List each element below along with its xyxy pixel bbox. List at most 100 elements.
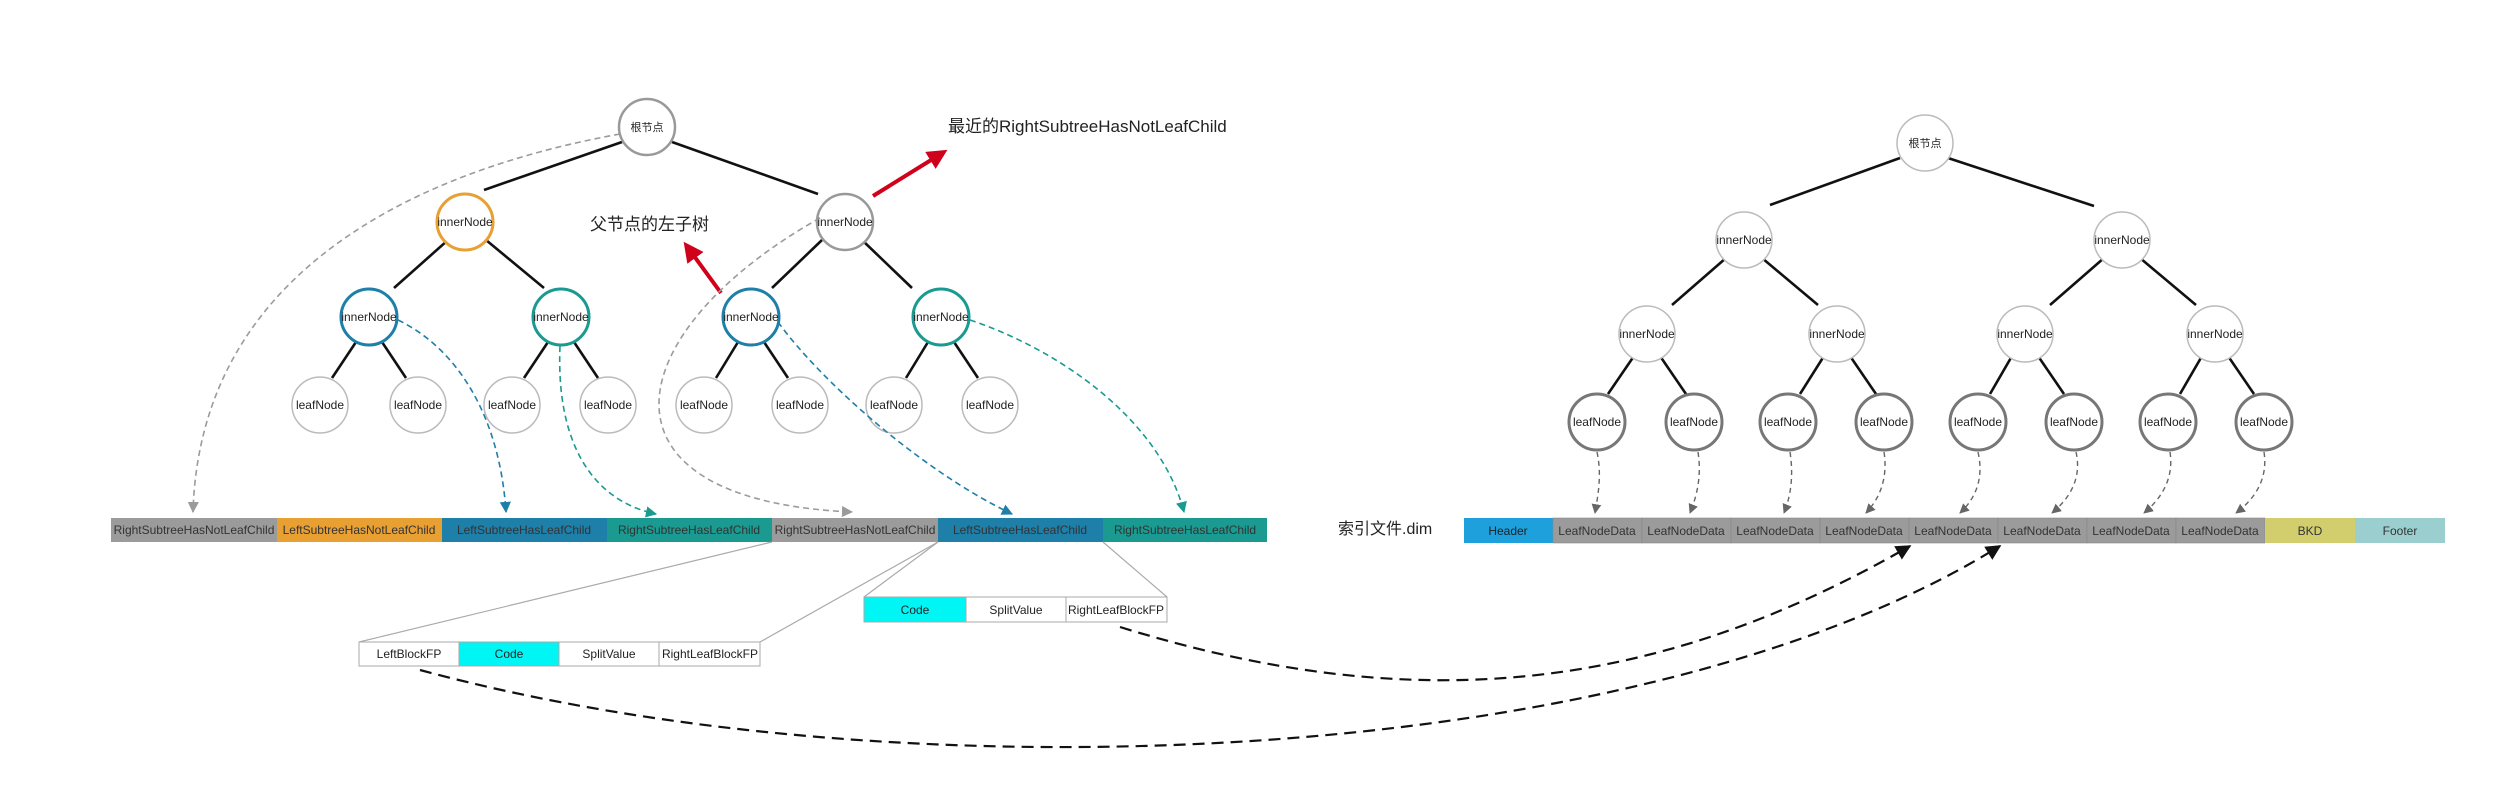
block-a: LeftBlockFP Code SplitValue RightLeafBlo… (358, 641, 761, 667)
svg-text:leafNode: leafNode (2240, 415, 2288, 429)
red-arrow-parent-left (683, 241, 723, 295)
left-inner-teal-2: innerNode (911, 287, 971, 347)
segment-leafnodedata-4: LeafNodeData (1819, 517, 1910, 544)
svg-text:LeafNodeData: LeafNodeData (1736, 524, 1814, 538)
svg-text:leafNode: leafNode (296, 398, 344, 412)
svg-text:leafNode: leafNode (584, 398, 632, 412)
svg-text:LeafNodeData: LeafNodeData (2003, 524, 2081, 538)
svg-text:LeftBlockFP: LeftBlockFP (377, 647, 442, 661)
svg-text:innerNode: innerNode (1716, 233, 1772, 247)
left-tree-edges (330, 140, 980, 379)
svg-text:innerNode: innerNode (1619, 327, 1675, 341)
svg-text:leafNode: leafNode (680, 398, 728, 412)
right-leaf-5: leafNode (1948, 392, 2008, 452)
segment-leafnodedata-3: LeafNodeData (1730, 517, 1821, 544)
segment-leafnodedata-7: LeafNodeData (2086, 517, 2177, 544)
annotation-parent-left: 父节点的左子树 (590, 215, 709, 234)
segment-leafnodedata-6: LeafNodeData (1997, 517, 2088, 544)
right-leaf-6: leafNode (2044, 392, 2104, 452)
right-leaf-8: leafNode (2234, 392, 2294, 452)
left-leaf-4: leafNode (579, 376, 637, 434)
segment-bkd: BKD (2265, 518, 2355, 543)
left-inner-blue-1: innerNode (339, 287, 399, 347)
left-leaf-6: leafNode (771, 376, 829, 434)
left-array-cell-5: RightSubtreeHasNotLeafChild (772, 518, 938, 542)
annotation-nearest-right: 最近的RightSubtreeHasNotLeafChild (948, 117, 1227, 136)
left-inner-gray: innerNode (815, 192, 875, 252)
left-leaf-3: leafNode (483, 376, 541, 434)
svg-text:RightSubtreeHasLeafChild: RightSubtreeHasLeafChild (618, 523, 760, 537)
right-tree-edges (1606, 156, 2256, 395)
block-a-cell-2: Code (458, 641, 560, 667)
svg-text:innerNode: innerNode (341, 310, 397, 324)
left-leaf-7: leafNode (865, 376, 923, 434)
svg-text:LeafNodeData: LeafNodeData (1558, 524, 1636, 538)
right-leaf-7: leafNode (2138, 392, 2198, 452)
svg-text:leafNode: leafNode (966, 398, 1014, 412)
left-array-cell-7: RightSubtreeHasLeafChild (1103, 518, 1267, 542)
svg-text:RightSubtreeHasLeafChild: RightSubtreeHasLeafChild (1114, 523, 1256, 537)
block-to-file-arrows (419, 545, 2002, 749)
right-leaf-3: leafNode (1758, 392, 1818, 452)
svg-text:leafNode: leafNode (776, 398, 824, 412)
svg-text:Footer: Footer (2383, 524, 2418, 538)
right-inner-3: innerNode (1618, 305, 1676, 363)
segment-leafnodedata-8: LeafNodeData (2175, 517, 2266, 544)
svg-text:根节点: 根节点 (1909, 136, 1942, 150)
segment-leafnodedata-5: LeafNodeData (1908, 517, 1999, 544)
svg-text:leafNode: leafNode (1860, 415, 1908, 429)
svg-text:innerNode: innerNode (2094, 233, 2150, 247)
left-leaf-nodes: leafNode leafNode leafNode leafNode leaf… (291, 376, 1019, 434)
block-a-cell-1: LeftBlockFP (358, 641, 460, 667)
svg-text:LeftSubtreeHasLeafChild: LeftSubtreeHasLeafChild (953, 523, 1087, 537)
right-leaf-1: leafNode (1567, 392, 1627, 452)
svg-text:SplitValue: SplitValue (582, 647, 635, 661)
red-arrow-nearest-right (871, 149, 948, 198)
right-leaf-nodes: leafNode leafNode leafNode leafNode leaf… (1567, 392, 2294, 452)
svg-text:Code: Code (901, 603, 930, 617)
svg-text:innerNode: innerNode (1997, 327, 2053, 341)
left-array-cell-1: RightSubtreeHasNotLeafChild (111, 518, 277, 542)
svg-text:BKD: BKD (2298, 524, 2323, 538)
svg-text:LeafNodeData: LeafNodeData (1914, 524, 1992, 538)
svg-text:LeafNodeData: LeafNodeData (1647, 524, 1725, 538)
left-array-cell-3: LeftSubtreeHasLeafChild (442, 518, 607, 542)
left-inner-teal-1: innerNode (531, 287, 591, 347)
index-file-segments: Header LeafNodeData LeafNodeData LeafNod… (1464, 517, 2445, 544)
block-b-cell-1: Code (863, 596, 967, 623)
svg-text:LeftSubtreeHasLeafChild: LeftSubtreeHasLeafChild (457, 523, 591, 537)
svg-text:LeafNodeData: LeafNodeData (2092, 524, 2170, 538)
svg-text:LeafNodeData: LeafNodeData (1825, 524, 1903, 538)
svg-text:innerNode: innerNode (913, 310, 969, 324)
svg-text:RightLeafBlockFP: RightLeafBlockFP (1068, 603, 1164, 617)
index-file-title: 索引文件.dim (1338, 520, 1432, 538)
right-tree-root: 根节点 (1896, 114, 1954, 172)
svg-text:leafNode: leafNode (870, 398, 918, 412)
left-leaf-5: leafNode (675, 376, 733, 434)
svg-text:leafNode: leafNode (488, 398, 536, 412)
svg-text:leafNode: leafNode (1764, 415, 1812, 429)
left-tree-root: 根节点 (617, 97, 677, 157)
svg-text:leafNode: leafNode (1573, 415, 1621, 429)
left-inner-orange: innerNode (435, 192, 495, 252)
svg-text:LeftSubtreeHasNotLeafChild: LeftSubtreeHasNotLeafChild (283, 523, 436, 537)
block-b-cell-3: RightLeafBlockFP (1065, 596, 1168, 623)
zoom-lines (358, 541, 1168, 643)
block-a-cell-3: SplitValue (558, 641, 660, 667)
segment-footer: Footer (2355, 518, 2445, 543)
svg-text:innerNode: innerNode (533, 310, 589, 324)
svg-text:innerNode: innerNode (2187, 327, 2243, 341)
left-leaf-1: leafNode (291, 376, 349, 434)
segment-header: Header (1464, 518, 1553, 543)
svg-text:Header: Header (1488, 524, 1527, 538)
block-b: Code SplitValue RightLeafBlockFP (863, 596, 1168, 623)
svg-text:innerNode: innerNode (437, 215, 493, 229)
right-inner-nodes: innerNode innerNode innerNode innerNode … (1618, 211, 2244, 363)
right-inner-4: innerNode (1808, 305, 1866, 363)
right-leaf-2: leafNode (1664, 392, 1724, 452)
right-inner-5: innerNode (1996, 305, 2054, 363)
svg-text:leafNode: leafNode (2144, 415, 2192, 429)
right-leaf-dashed-arrows (1591, 451, 2266, 514)
svg-text:SplitValue: SplitValue (989, 603, 1042, 617)
